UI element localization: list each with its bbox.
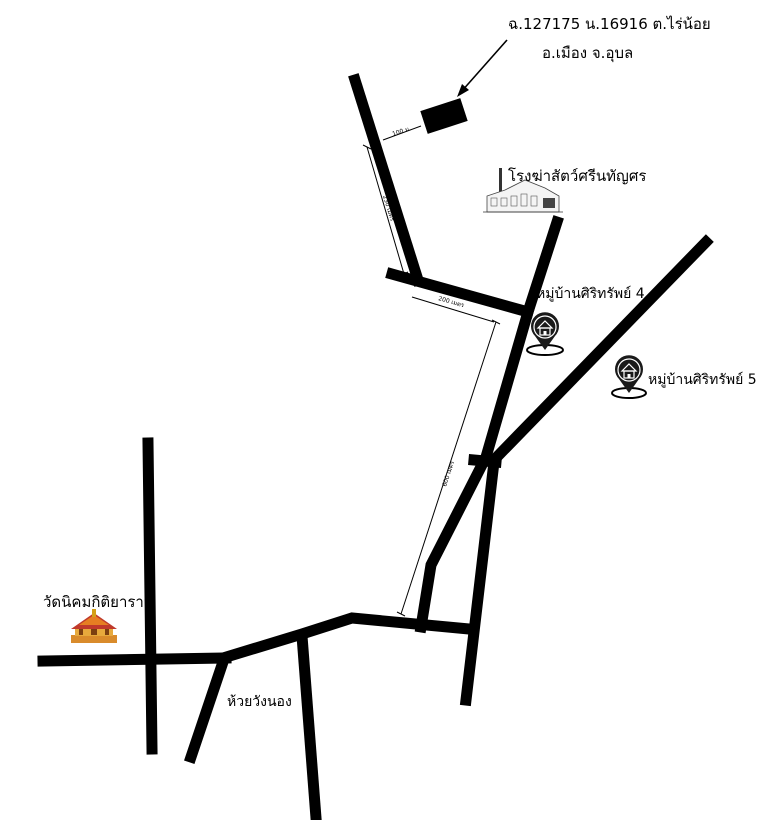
village5-label: หมู่บ้านศิริทรัพย์ 5	[648, 371, 757, 388]
temple-label: วัดนิคมกิติยาราม	[43, 593, 154, 611]
road-east-west	[216, 612, 475, 665]
road-200m-segment	[385, 267, 535, 319]
village4-label: หมู่บ้านศิริทรัพย์ 4	[536, 285, 645, 302]
road-temple-vertical	[142, 437, 158, 755]
factory-icon	[483, 168, 563, 213]
home-pin-icon	[526, 312, 564, 356]
slaughterhouse-label: โรงฆ่าสัตว์ศรีนทัญศร	[508, 167, 646, 185]
road-south-branch	[296, 630, 322, 820]
road-west	[37, 652, 232, 667]
distance-600m-label: 600 เมตร	[441, 460, 456, 488]
creek-label: ห้วยวังนอง	[227, 694, 292, 710]
road-east-south	[459, 455, 501, 707]
destination-address-line2: อ.เมือง จ.อุบล	[542, 44, 633, 63]
road-southwest-branch	[184, 655, 230, 764]
home-pin-icon	[611, 355, 647, 399]
destination-building	[420, 98, 468, 134]
distance-100m-label: 100 ม.	[391, 125, 412, 138]
arrow-icon	[457, 39, 508, 97]
road-top-north	[348, 73, 425, 287]
destination-address-line1: ฉ.127175 น.16916 ต.ไร่น้อย	[508, 15, 711, 33]
roads	[37, 73, 714, 820]
road-to-village5	[484, 234, 714, 470]
dimension-100m: 100 ม.	[382, 125, 422, 141]
temple-icon	[71, 609, 117, 643]
